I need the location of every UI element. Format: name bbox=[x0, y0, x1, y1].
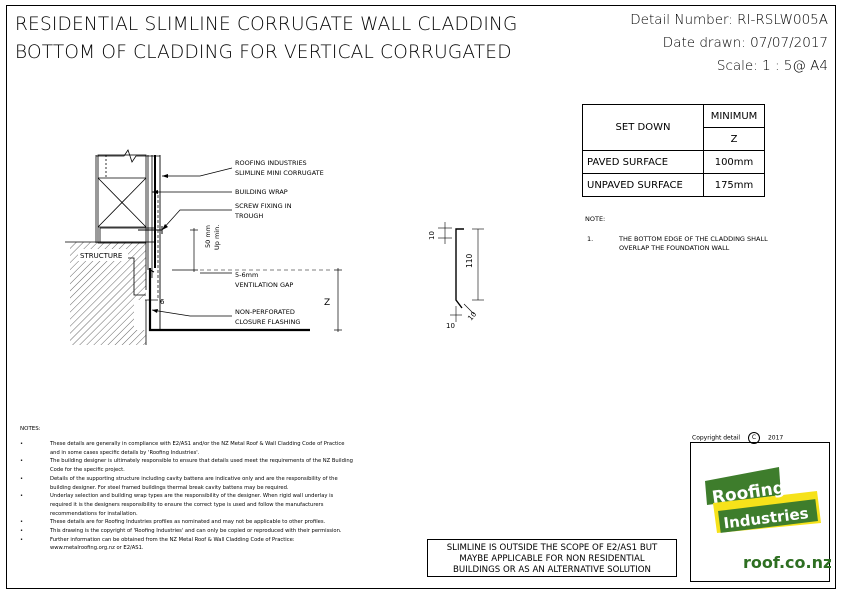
flash-label-2: CLOSURE FLASHING bbox=[235, 318, 300, 326]
logo-green-banner bbox=[705, 467, 781, 505]
roofing-label-2: SLIMLINE MINI CORRUGATE bbox=[235, 169, 324, 177]
note-item: •The building designer is ultimately res… bbox=[20, 458, 353, 474]
drawing-frame bbox=[6, 5, 836, 589]
title-line-2: BOTTOM OF CLADDING FOR VERTICAL CORRUGAT… bbox=[15, 42, 512, 63]
dim-50b-label: Up min. bbox=[213, 225, 221, 250]
logo-box: Roofing Industries roof.co.nz bbox=[690, 442, 832, 582]
copyright-text: Copyright detail C 2017 bbox=[692, 432, 783, 444]
gap-label-2: VENTILATION GAP bbox=[235, 281, 293, 289]
note-item: •Details of the supporting structure inc… bbox=[20, 475, 338, 491]
break-line bbox=[96, 149, 160, 163]
cladding bbox=[147, 155, 161, 330]
leader-lines bbox=[151, 167, 233, 317]
dim-50-label: 50 mm bbox=[204, 225, 212, 248]
note-line-2: OVERLAP THE FOUNDATION WALL bbox=[619, 244, 730, 252]
flashing-profile bbox=[438, 222, 484, 322]
profile-10-angle: 10 bbox=[466, 310, 478, 322]
flash-label-1: NON-PERFORATED bbox=[235, 308, 295, 316]
note-item: •Underlay selection and building wrap ty… bbox=[20, 493, 334, 517]
gap-label-1: 5-6mm bbox=[235, 271, 258, 279]
roofing-industries-logo: Roofing Industries roof.co.nz bbox=[705, 467, 832, 572]
note-heading: NOTE: bbox=[585, 215, 606, 223]
title-line-1: RESIDENTIAL SLIMLINE CORRUGATE WALL CLAD… bbox=[15, 14, 518, 35]
screw-label-1: SCREW FIXING IN bbox=[235, 202, 292, 210]
notes-heading: NOTES: bbox=[20, 426, 41, 432]
setdown-header: SET DOWN bbox=[582, 104, 704, 151]
z-header: Z bbox=[703, 127, 765, 151]
scope-line-1: SLIMLINE IS OUTSIDE THE SCOPE OF E2/AS1 … bbox=[446, 543, 658, 553]
closure-flashing bbox=[148, 268, 310, 332]
dimension-50 bbox=[172, 228, 198, 272]
paved-value: 100mm bbox=[703, 150, 765, 174]
leader-arrows bbox=[152, 174, 168, 313]
dim-z-label: Z bbox=[324, 298, 330, 308]
scope-line-2: MAYBE APPLICABLE FOR NON RESIDENTIAL bbox=[459, 554, 645, 564]
dimension-z bbox=[334, 268, 342, 332]
dim-6-label: 6 bbox=[160, 298, 165, 306]
logo-word-2-bg bbox=[718, 499, 818, 533]
detail-number: Detail Number: RI-RSLW005A bbox=[630, 12, 828, 28]
profile-10-bottom: 10 bbox=[446, 322, 455, 330]
profile-110: 110 bbox=[465, 253, 474, 268]
minimum-header: MINIMUM bbox=[703, 104, 765, 128]
copyright-icon: C bbox=[748, 432, 761, 444]
wrap-label: BUILDING WRAP bbox=[235, 188, 288, 196]
logo-url: roof.co.nz bbox=[743, 553, 831, 572]
note-item: •These details are for Roofing Industrie… bbox=[20, 519, 326, 526]
scope-notice: SLIMLINE IS OUTSIDE THE SCOPE OF E2/AS1 … bbox=[427, 539, 677, 577]
scale: Scale: 1 : 5@ A4 bbox=[716, 58, 828, 74]
note-line-1: THE BOTTOM EDGE OF THE CLADDING SHALL bbox=[619, 235, 768, 243]
foundation bbox=[65, 241, 147, 345]
profile-10-top: 10 bbox=[428, 231, 436, 240]
note-item: •These details are generally in complian… bbox=[20, 441, 345, 456]
setdown-table: SET DOWN MINIMUM Z PAVED SURFACE 100mm U… bbox=[582, 104, 765, 197]
structure-label: STRUCTURE bbox=[80, 252, 122, 260]
unpaved-label: UNPAVED SURFACE bbox=[582, 173, 704, 197]
note-number: 1. bbox=[587, 235, 594, 243]
note-item: •Further information can be obtained fro… bbox=[20, 536, 295, 552]
scope-line-3: BUILDINGS OR AS AN ALTERNATIVE SOLUTION bbox=[453, 565, 651, 575]
screw-label-2: TROUGH bbox=[234, 212, 263, 220]
date-drawn: Date drawn: 07/07/2017 bbox=[662, 35, 828, 51]
unpaved-value: 175mm bbox=[703, 173, 765, 197]
notes-list: •These details are generally in complian… bbox=[20, 440, 430, 553]
note-item: •This drawing is the copyright of 'Roofi… bbox=[20, 528, 342, 535]
roofing-label-1: ROOFING INDUSTRIES bbox=[235, 159, 307, 167]
